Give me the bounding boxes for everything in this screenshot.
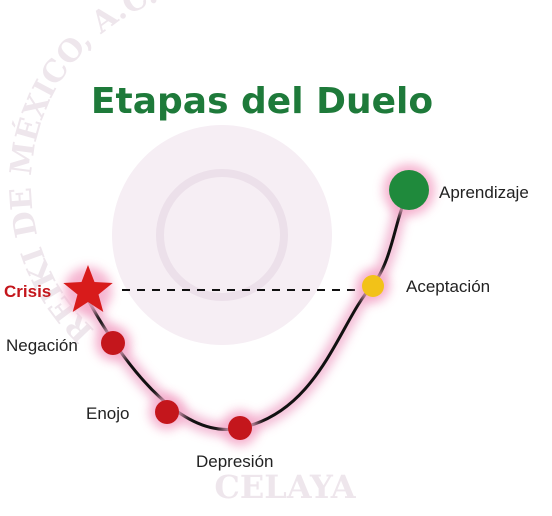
watermark-mandala [156,169,288,301]
grief-curve [86,197,408,431]
watermark: REIKI DE MÉXICO, A.C. CELAYA [4,0,357,506]
crisis-star-icon [63,265,113,312]
aceptacion-marker [362,275,384,297]
depresion-marker [228,416,252,440]
enojo-label: Enojo [86,404,129,423]
page-title: Etapas del Duelo [91,81,433,122]
crisis-label: Crisis [4,282,51,301]
watermark-bottom-text: CELAYA [214,468,356,506]
depresion-label: Depresión [196,452,274,471]
negacion-label: Negación [6,336,78,355]
negacion-marker [101,331,125,355]
aceptacion-label: Aceptación [406,277,490,296]
enojo-marker [155,400,179,424]
aprendizaje-marker [389,170,429,210]
watermark-circle [112,125,332,345]
aprendizaje-label: Aprendizaje [439,183,529,202]
